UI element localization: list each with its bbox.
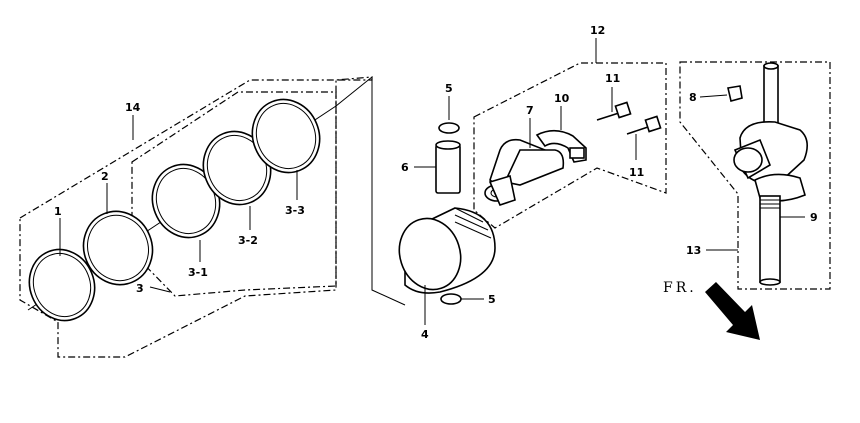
label-11-top: 11 bbox=[605, 72, 620, 85]
crankshaft-key bbox=[727, 85, 743, 102]
label-9: 9 bbox=[810, 211, 818, 224]
crankshaft bbox=[733, 62, 808, 286]
front-direction-arrow bbox=[705, 282, 760, 340]
ring-set-outline bbox=[19, 76, 373, 358]
piston-pin-clip-top bbox=[438, 122, 460, 134]
label-3-3: 3-3 bbox=[285, 204, 305, 217]
rod-bolt-bottom bbox=[626, 115, 662, 135]
label-5-top: 5 bbox=[445, 82, 453, 95]
label-3-2: 3-2 bbox=[238, 234, 258, 247]
label-7: 7 bbox=[526, 104, 534, 117]
connecting-rod bbox=[484, 138, 565, 206]
label-8: 8 bbox=[689, 91, 697, 104]
ring-to-piston-line bbox=[335, 75, 406, 306]
connecting-rod-outline bbox=[473, 62, 667, 229]
piston-pin-clip-bottom bbox=[440, 293, 462, 305]
label-4: 4 bbox=[421, 328, 429, 341]
label-12: 12 bbox=[590, 24, 605, 37]
label-2: 2 bbox=[101, 170, 109, 183]
label-3: 3 bbox=[136, 282, 144, 295]
label-14: 14 bbox=[125, 101, 141, 114]
connecting-rod-cap bbox=[535, 129, 587, 163]
label-1: 1 bbox=[54, 205, 62, 218]
piston-ring-1 bbox=[28, 248, 96, 322]
piston-pin bbox=[435, 140, 461, 194]
label-13: 13 bbox=[686, 244, 701, 257]
label-10: 10 bbox=[554, 92, 570, 105]
leader-3 bbox=[149, 286, 171, 293]
label-fr: FR. bbox=[663, 280, 697, 296]
crankshaft-outline bbox=[679, 61, 831, 290]
piston bbox=[398, 207, 496, 294]
label-11-bottom: 11 bbox=[629, 166, 644, 179]
piston-ring-2 bbox=[82, 210, 154, 286]
label-6: 6 bbox=[401, 161, 409, 174]
rod-bolt-top bbox=[596, 101, 632, 121]
piston-ring-3-2 bbox=[202, 130, 272, 206]
label-5-bottom: 5 bbox=[488, 293, 496, 306]
leader-8 bbox=[699, 94, 728, 98]
label-3-1: 3-1 bbox=[188, 266, 208, 279]
piston-ring-3-3 bbox=[251, 98, 321, 174]
